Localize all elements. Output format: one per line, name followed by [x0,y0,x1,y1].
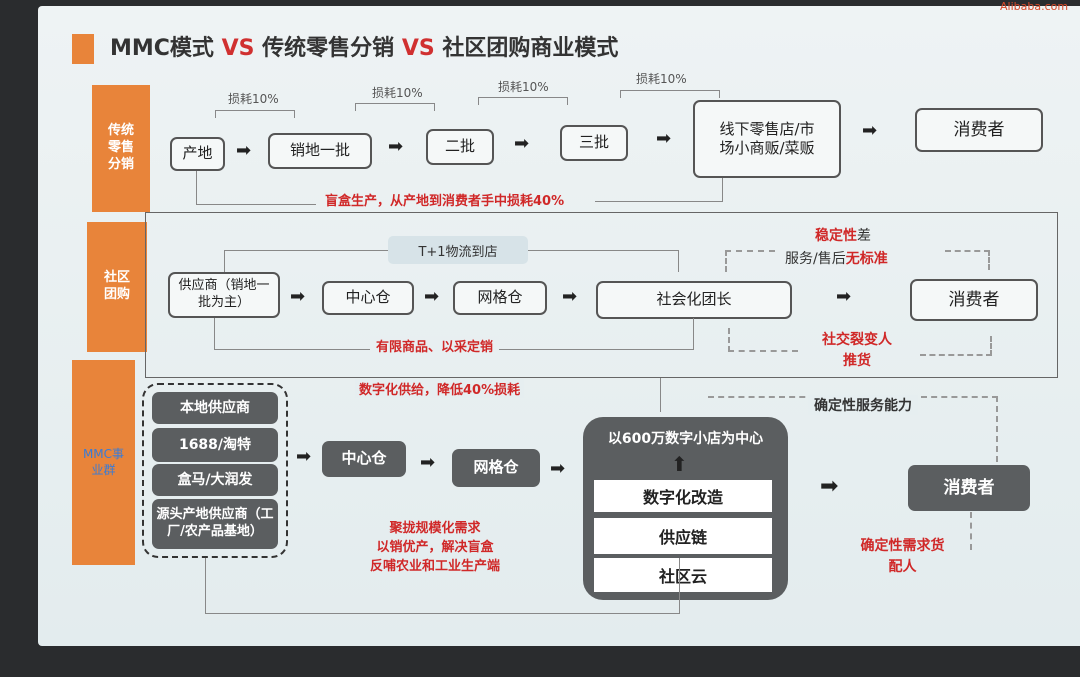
node-consumer: 消费者 [908,465,1030,511]
arrow-icon: ➡ [296,446,312,467]
arrow-icon: ➡ [820,474,839,499]
arrow-icon: ➡ [514,133,530,154]
loss-bracket [478,97,568,105]
layer-supply-chain: 供应链 [594,518,772,554]
node-consumer: 消费者 [915,108,1043,152]
mmc-bottom-note: 聚拢规模化需求 以销优产，解决盲盒 反哺农业和工业生产端 [370,520,500,577]
service-capability-note: 确定性服务能力 [808,395,918,415]
layer-digital-transformation: 数字化改造 [594,480,772,512]
community-note: 有限商品、以采定销 [370,336,500,355]
center-title: 以600万数字小店为中心 [607,431,764,447]
layer-community-cloud: 社区云 [594,558,772,592]
dashed-connector [945,250,990,270]
node-grid-warehouse: 网格仓 [453,281,547,315]
node-second-wholesale: 二批 [426,129,494,165]
node-grid-warehouse: 网格仓 [452,449,540,487]
arrow-icon: ➡ [420,452,436,473]
node-origin: 产地 [170,137,225,171]
loss-label: 损耗10% [372,86,423,100]
node-third-wholesale: 三批 [560,125,628,161]
supplier-1688: 1688/淘特 [152,428,278,462]
dashed-connector [800,512,972,550]
arrow-icon: ➡ [562,286,578,307]
social-note: 社交裂变人推货 [822,332,892,369]
connector-line [196,171,316,205]
row-label-community: 社区团购 [87,222,147,352]
up-arrow-icon: ⬆ [671,452,688,476]
arrow-icon: ➡ [236,140,252,161]
title-accent-mark [72,34,94,64]
supplier-hema: 盒马/大润发 [152,464,278,496]
dashed-connector [725,250,775,272]
dashed-connector [728,328,798,352]
page-title: MMC模式 VS 传统零售分销 VS 社区团购商业模式 [110,36,619,61]
node-supplier: 供应商（销地一批为主） [168,272,280,318]
arrow-icon: ➡ [836,286,852,307]
arrow-icon: ➡ [656,128,672,149]
loss-label: 损耗10% [498,80,549,94]
node-group-leader: 社会化团长 [596,281,792,319]
alibaba-logo: Alibaba.com [1000,0,1069,13]
row-label-traditional: 传统零售分销 [92,85,150,212]
connector-line [595,178,723,202]
arrow-icon: ➡ [290,286,306,307]
community-container [145,212,1058,378]
logistics-label: T+1物流到店 [388,236,528,264]
node-first-wholesale: 销地一批 [268,133,372,169]
supplier-group [142,383,288,558]
loss-label: 损耗10% [228,92,279,106]
arrow-icon: ➡ [424,286,440,307]
note-line: 聚拢规模化需求 [389,521,481,536]
arrow-icon: ➡ [550,458,566,479]
node-consumer: 消费者 [910,279,1038,321]
stability-note: 稳定性差 [815,228,871,244]
note-line: 以销优产，解决盲盒 [376,539,494,555]
service-note: 服务/售后无标准 [785,251,888,267]
row-label-mmc: MMC事业群 [72,360,135,565]
arrow-icon: ➡ [388,136,404,157]
loss-bracket [620,90,720,98]
supplier-source: 源头产地供应商（工厂/农产品基地） [152,499,278,549]
loss-label: 损耗10% [636,72,687,86]
loss-bracket [215,110,295,118]
supplier-local: 本地供应商 [152,392,278,424]
loss-bracket [355,103,435,111]
dashed-connector [920,336,992,356]
demand-note: 确定性需求货配人 [860,538,945,575]
note-line: 反哺农业和工业生产端 [370,558,501,574]
node-retail: 线下零售店/市场小商贩/菜贩 [693,100,841,178]
connector-line [205,558,680,614]
connector-line [205,378,661,412]
arrow-icon: ➡ [862,120,878,141]
supply-note: 数字化供给，降低40%损耗 [355,379,525,398]
node-central-warehouse: 中心仓 [322,281,414,315]
node-central-warehouse: 中心仓 [322,441,406,477]
traditional-note: 盲盒生产，从产地到消费者手中损耗40% [325,194,565,209]
